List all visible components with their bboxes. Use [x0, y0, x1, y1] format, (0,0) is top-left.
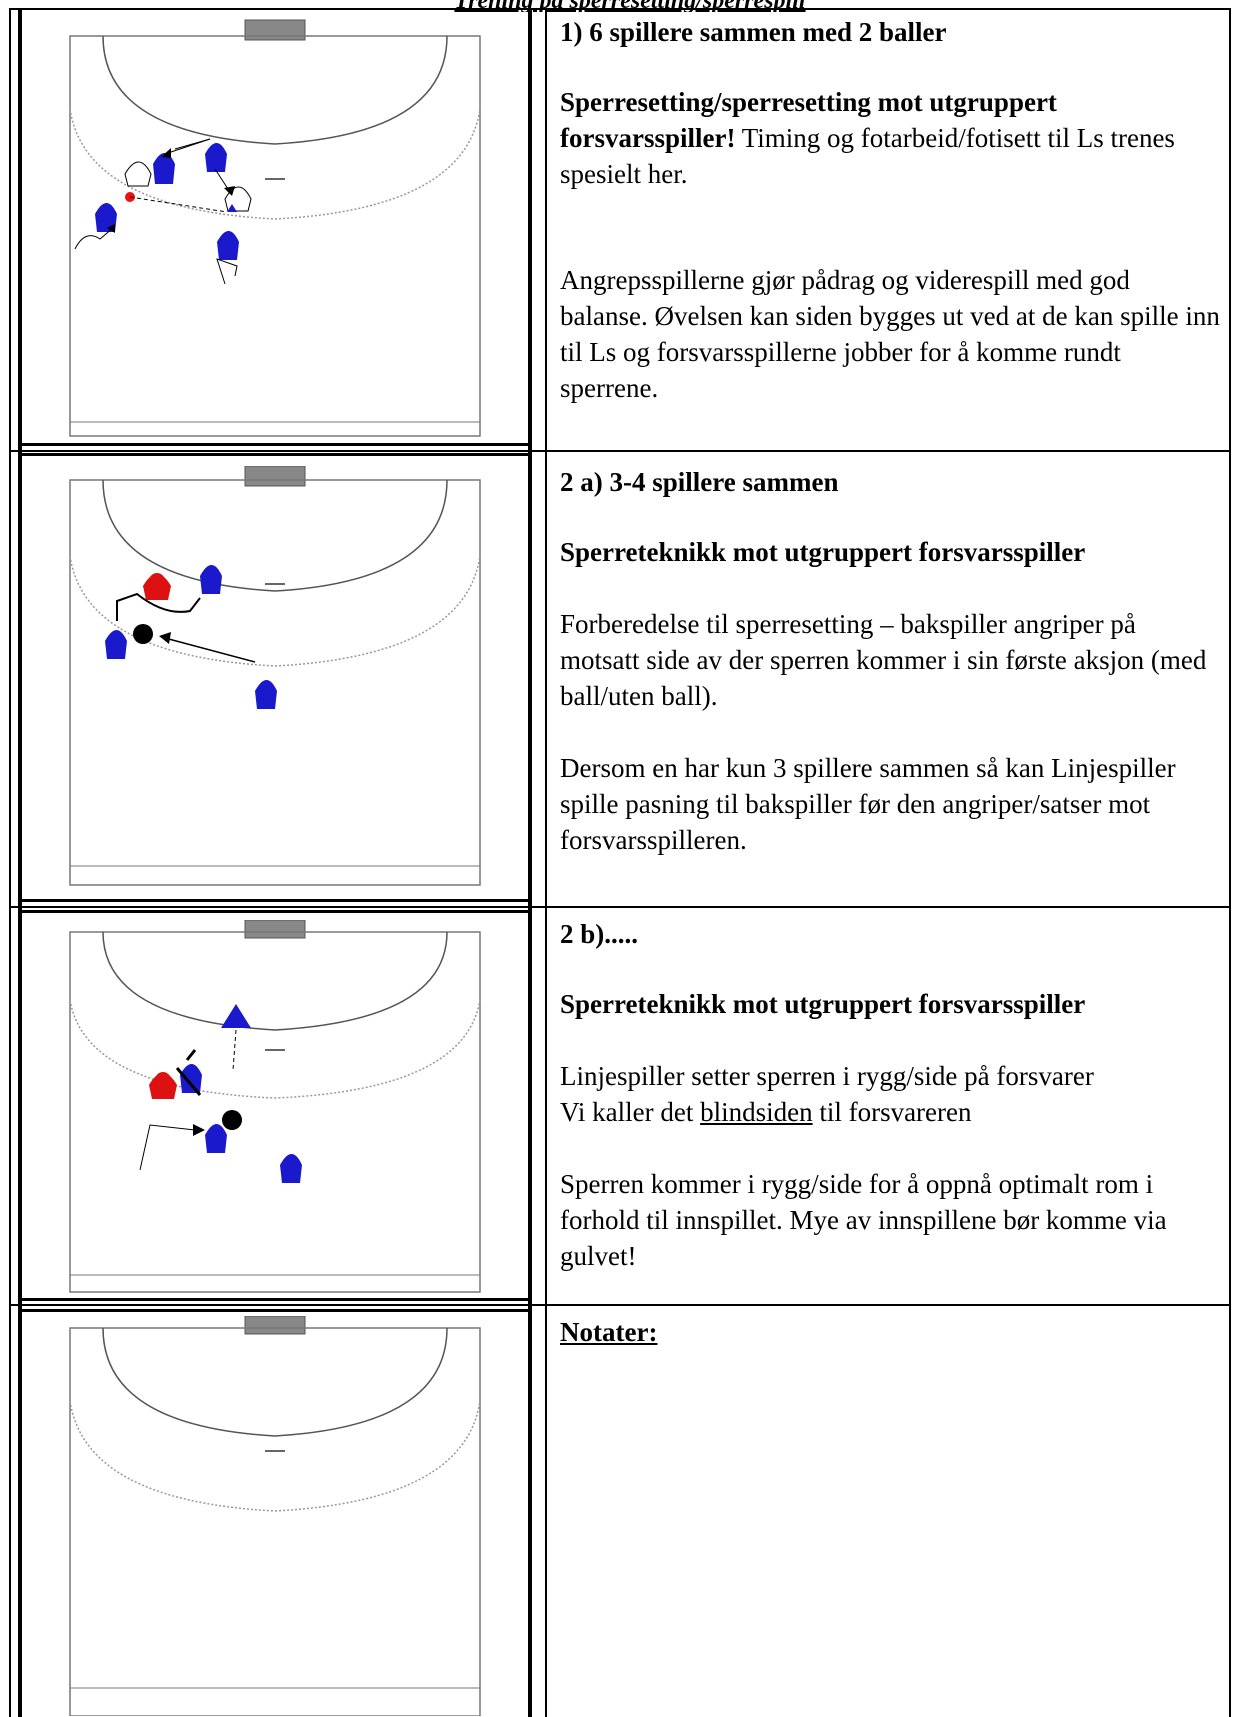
- exercise-text-2a: 2 a) 3-4 spillere sammen Sperreteknikk m…: [560, 464, 1220, 858]
- court-diagram-2b: [25, 920, 525, 1300]
- notes-cell: Notater:: [560, 1314, 1220, 1350]
- court-diagram-1: [25, 14, 525, 444]
- attacker-icon: [200, 565, 222, 594]
- exercise-paragraph: Angrepsspillerne gjør pådrag og videresp…: [560, 265, 1220, 403]
- line-text: Vi kaller det: [560, 1097, 701, 1127]
- table-border-top: [9, 8, 1231, 10]
- defender-icon: [124, 161, 152, 187]
- table-border-right: [1229, 8, 1231, 1717]
- court-diagram-notes: [25, 1316, 525, 1716]
- exercise-subtitle: Sperreteknikk mot utgruppert forsvarsspi…: [560, 537, 1086, 567]
- attacker-icon: [105, 630, 127, 659]
- exercise-paragraph: Dersom en har kun 3 spillere sammen så k…: [560, 753, 1176, 855]
- row-divider-3: [9, 1304, 1231, 1306]
- exercise-title: 1) 6 spillere sammen med 2 baller: [560, 17, 947, 47]
- row-divider-2: [9, 906, 1231, 908]
- exercise-text-1: 1) 6 spillere sammen med 2 baller Sperre…: [560, 14, 1220, 406]
- exercise-title: 2 a) 3-4 spillere sammen: [560, 467, 839, 497]
- exercise-paragraph: Forberedelse til sperresetting – bakspil…: [560, 609, 1207, 711]
- table-column-divider-inner: [528, 8, 532, 1717]
- exercise-text-2b: 2 b)..... Sperreteknikk mot utgruppert f…: [560, 916, 1220, 1274]
- court-frame-top-4: [18, 1309, 532, 1312]
- table-border-left: [9, 8, 11, 1717]
- subtitle-bold: Sperresetting/sperresetting mot utgruppe…: [560, 87, 1057, 153]
- attacker-icon: [255, 680, 277, 709]
- attacker-icon: [153, 153, 175, 184]
- exercise-paragraph: Sperren kommer i rygg/side for å oppnå o…: [560, 1169, 1167, 1271]
- court-frame-bottom-2: [18, 899, 532, 902]
- defender-icon: [143, 573, 171, 600]
- blindside-term: blindsiden: [700, 1097, 813, 1127]
- attacker-icon: [217, 231, 239, 260]
- defender-icon: [149, 1072, 177, 1099]
- table-border-left-inner: [18, 8, 22, 1717]
- exercise-line: Linjespiller setter sperren i rygg/side …: [560, 1061, 1094, 1091]
- document-title: Trening på sperresetting/sperrespill: [420, 0, 840, 12]
- court-frame-top-3: [18, 910, 532, 913]
- row-divider-1: [9, 450, 1231, 452]
- exercise-title: 2 b).....: [560, 919, 639, 949]
- exercise-subtitle: Sperresetting/sperresetting mot utgruppe…: [560, 84, 1220, 192]
- attacker-icon: [205, 143, 227, 172]
- attacker-icon: [180, 1064, 202, 1093]
- court-frame-bottom-1: [18, 443, 532, 446]
- court-diagram-2a: [25, 466, 525, 896]
- exercise-subtitle: Sperreteknikk mot utgruppert forsvarsspi…: [560, 989, 1086, 1019]
- attacker-icon: [95, 203, 117, 232]
- exercise-line: Vi kaller det blindsiden til forsvareren: [560, 1094, 1220, 1130]
- subtitle-rest: Timing og fotarbeid/fotisett til Ls tren…: [560, 123, 1175, 189]
- attacker-icon: [205, 1124, 227, 1153]
- attacker-icon: [280, 1154, 302, 1183]
- notes-title: Notater:: [560, 1317, 658, 1347]
- line-text: til forsvareren: [812, 1097, 972, 1127]
- court-frame-top-2: [18, 453, 532, 456]
- court-frame-bottom-3: [18, 1298, 532, 1301]
- table-column-divider: [545, 8, 547, 1717]
